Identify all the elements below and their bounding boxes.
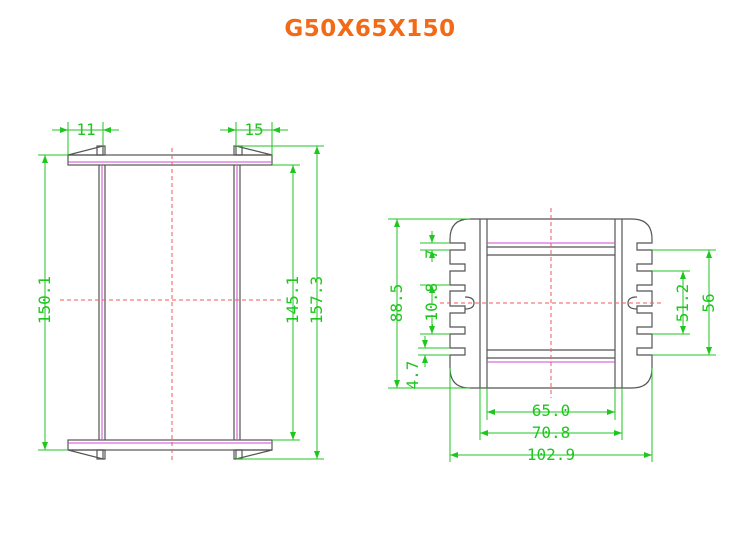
dim-label-65-0: 65.0 (532, 401, 571, 420)
dim-label-minus-10-8: -10.8 (422, 283, 441, 331)
side-view-outline (67, 145, 273, 460)
dim-label-51-2: 51.2 (673, 284, 692, 323)
side-view-inner-lines (68, 161, 272, 444)
dim-label-70-8: 70.8 (532, 423, 571, 442)
drawing-title: G50X65X150 (284, 16, 456, 42)
bottom-left-tab (67, 449, 104, 460)
front-view-centerlines (440, 208, 662, 398)
front-view: 88.5 7 -10.8 4.7 51.2 56 65.0 70.8 102.9 (387, 208, 718, 464)
top-left-block (96, 145, 106, 156)
top-right-tab (235, 145, 273, 156)
side-view: 11 15 150.1 145.1 157.3 (35, 120, 326, 460)
bottom-flange (67, 439, 273, 451)
dim-label-11: 11 (76, 120, 95, 139)
top-flange (67, 154, 273, 166)
side-view-dimensions (38, 122, 324, 460)
bobbin-outline (449, 218, 653, 389)
dim-label-56: 56 (699, 293, 718, 312)
top-left-tab (67, 145, 104, 156)
bottom-left-block (96, 449, 106, 460)
dim-label-88-5: 88.5 (387, 284, 406, 323)
dim-label-4-7: 4.7 (403, 361, 422, 390)
dim-label-7: 7 (422, 249, 441, 259)
side-view-centerlines (60, 148, 282, 460)
dim-label-15: 15 (244, 120, 263, 139)
dim-label-150-1: 150.1 (35, 276, 54, 324)
bottom-right-tab (235, 449, 273, 460)
dim-label-145-1: 145.1 (283, 276, 302, 324)
front-view-dimensions (388, 218, 716, 462)
dim-label-102-9: 102.9 (527, 445, 575, 464)
dim-label-157-3: 157.3 (307, 276, 326, 324)
